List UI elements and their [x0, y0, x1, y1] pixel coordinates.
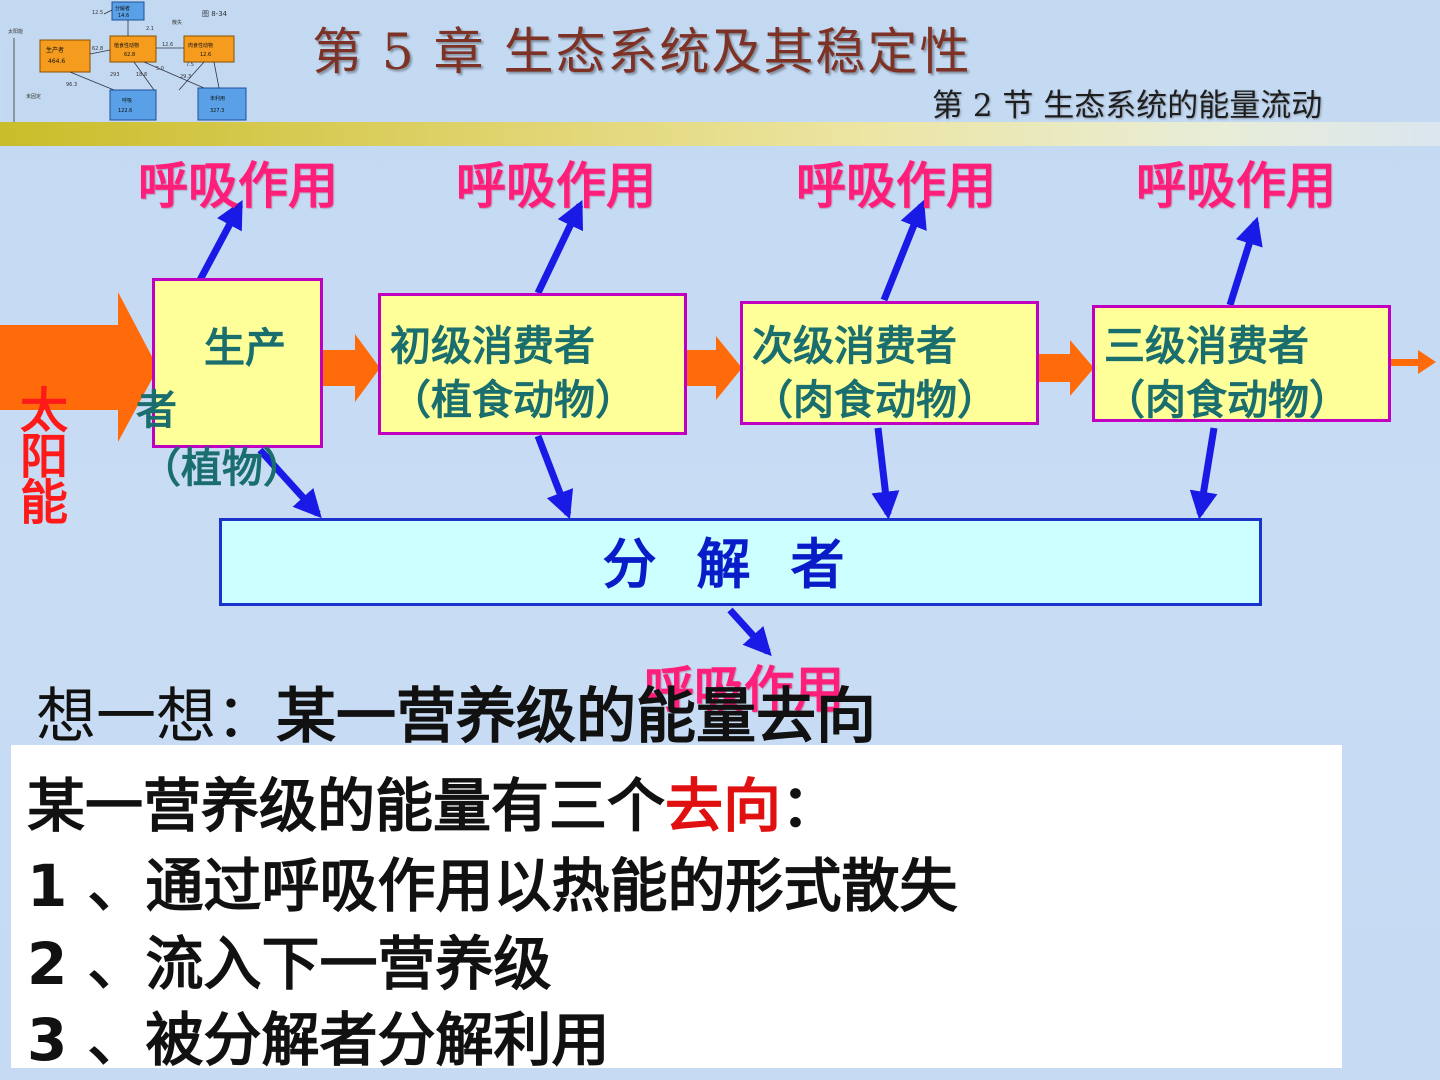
tertiary-consumer-line2: （肉食动物） [1104, 376, 1350, 424]
thumb-sun-label: 太阳能 [8, 28, 23, 35]
thumb-producer-value: 464.6 [48, 58, 65, 65]
answer-intro-suffix: ： [781, 772, 840, 840]
primary-consumer-box [378, 293, 687, 435]
header-divider-band [0, 122, 1440, 146]
section-title: 第 2 节 生态系统的能量流动 [932, 88, 1323, 124]
decomp-resp-arrow [727, 607, 772, 657]
decomposer-box: 分解者 [219, 518, 1262, 606]
svg-text:5.0: 5.0 [156, 66, 164, 72]
svg-text:7.5: 7.5 [186, 62, 194, 68]
thumb-herbivore-label: 植食性动物 [114, 42, 139, 49]
svg-text:12.6: 12.6 [162, 42, 173, 48]
thumb-unused-value: 327.3 [210, 108, 224, 114]
thumb-respiration-value: 122.6 [118, 108, 132, 114]
respiration-label-secondary: 呼吸作用 [796, 157, 996, 215]
decomp-arrow-primary [534, 434, 574, 520]
thumb-flow-numbers: 12.5 2.1 62.8 12.6 293 18.8 7.5 96.3 29.… [66, 10, 194, 88]
secondary-consumer-line1: 次级消费者 [752, 322, 957, 370]
thumb-unused-label: 未利用 [210, 95, 225, 102]
flow-arrow-4 [1390, 350, 1436, 374]
producer-box [152, 278, 323, 448]
thumb-carnivore-label: 肉食性动物 [188, 42, 213, 49]
producer-label-line3: （植物） [140, 444, 304, 492]
respiration-label-tertiary: 呼吸作用 [1136, 157, 1336, 215]
thumb-producer-label: 生产者 [46, 46, 64, 54]
answer-intro-highlight: 去向 [665, 772, 782, 840]
primary-consumer-line2: （植食动物） [390, 376, 636, 424]
secondary-consumer-box [740, 301, 1039, 425]
respiration-label-primary: 呼吸作用 [456, 157, 656, 215]
decomp-arrow-tertiary [1189, 427, 1218, 520]
svg-text:293: 293 [110, 72, 120, 78]
svg-text:18.8: 18.8 [136, 72, 147, 78]
chapter-title: 第 5 章 生态系统及其稳定性 [312, 23, 972, 81]
energy-flow-thumbnail: 图 8-34 太阳能 未固定 生产者 464.6 分解者 14.6 植食性动物 … [4, 0, 266, 124]
answer-intro-text: 某一营养级的能量有三个 [27, 772, 666, 840]
thumb-carnivore-value: 12.6 [200, 52, 211, 58]
answer-item-3: 3 、被分解者分解利用 [27, 1006, 610, 1074]
resp-arrow-producer [196, 200, 244, 282]
thumb-unused-box [197, 87, 247, 121]
svg-text:96.3: 96.3 [66, 82, 77, 88]
svg-text:62.8: 62.8 [92, 46, 103, 52]
thumb-loss-label: 散失 [172, 19, 182, 26]
producer-label-line2: 者 [136, 386, 177, 434]
question-text: 某一营养级的能量去向 [276, 682, 876, 752]
answer-intro: 某一营养级的能量有三个去向： [27, 759, 839, 843]
respiration-label-producer: 呼吸作用 [138, 157, 338, 215]
thumb-carnivore-box [183, 35, 235, 63]
flow-arrow-3 [1038, 340, 1094, 396]
answer-item-1: 1 、通过呼吸作用以热能的形式散失 [27, 852, 958, 920]
question-prefix: 想一想： [36, 682, 276, 752]
thumb-figure-label: 图 8-34 [202, 10, 228, 18]
flow-arrow-2 [686, 336, 742, 400]
tertiary-consumer-line1: 三级消费者 [1104, 322, 1309, 370]
resp-arrow-secondary [880, 199, 927, 302]
thumb-unfixed-label: 未固定 [26, 93, 41, 100]
svg-text:12.5: 12.5 [92, 10, 103, 16]
tertiary-consumer-box [1092, 305, 1391, 422]
question-line: 想一想：某一营养级的能量去向 [36, 668, 876, 755]
decomposer-label: 分解者 [602, 533, 885, 596]
respiration-label-decomposer: 呼吸作用 [644, 661, 844, 719]
thumb-herbivore-value: 62.8 [124, 52, 135, 58]
resp-arrow-tertiary [1226, 216, 1263, 307]
flow-arrow-1 [322, 334, 380, 402]
sun-energy-label: 太阳能 [19, 383, 68, 531]
energy-flow-arrows [0, 199, 1436, 657]
secondary-consumer-line2: （肉食动物） [752, 376, 998, 424]
answer-item-2: 2 、流入下一营养级 [27, 930, 552, 998]
svg-text:2.1: 2.1 [146, 26, 154, 32]
answer-box: 某一营养级的能量有三个去向： 1 、通过呼吸作用以热能的形式散失 2 、流入下一… [11, 745, 1342, 1074]
sun-energy-arrow [0, 292, 158, 442]
resp-arrow-primary [534, 199, 584, 295]
decomp-arrow-secondary [871, 427, 900, 520]
decomp-arrow-producer [257, 447, 322, 519]
thumb-respiration-box [109, 89, 157, 121]
thumb-herbivore-box [109, 35, 157, 63]
primary-consumer-line1: 初级消费者 [390, 322, 595, 370]
thumb-producer-box [39, 39, 91, 73]
thumb-respiration-label: 呼吸 [122, 97, 132, 104]
thumb-decomposer-label: 分解者 [115, 5, 130, 12]
producer-label-line1: 生产 [204, 324, 286, 372]
svg-text:29.3: 29.3 [180, 74, 191, 80]
thumb-decomposer-value: 14.6 [118, 13, 129, 19]
